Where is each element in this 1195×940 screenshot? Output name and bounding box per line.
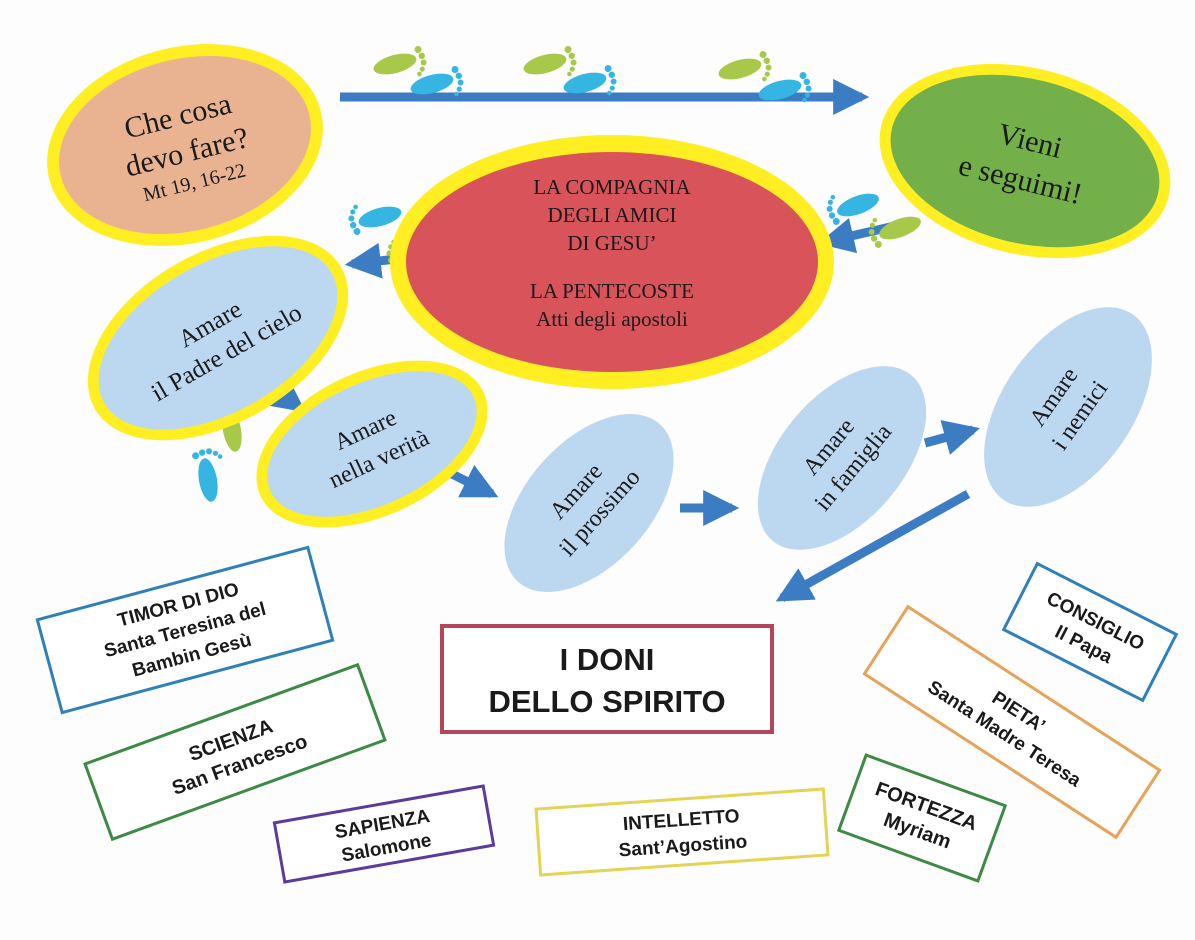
oval-family: Amare in famiglia	[757, 366, 927, 550]
oval-question: Che cosa devo fare? Mt 19, 16-22	[47, 44, 323, 246]
gifts-title-line1: I DONI	[560, 642, 655, 677]
oval-father: Amare il Padre del cielo	[87, 235, 349, 441]
oval-enemies: Amare i nemici	[984, 307, 1152, 507]
gifts-title-line2: DELLO SPIRITO	[488, 684, 725, 719]
gift-sapienza: SAPIENZA Salomone	[272, 784, 496, 884]
arrow-family-to-enemies	[923, 420, 980, 455]
oval-truth: Amare nella verità	[256, 360, 488, 528]
gift-intelletto: INTELLETTO Sant’Agostino	[534, 787, 830, 877]
gifts-title-box: I DONI DELLO SPIRITO	[440, 624, 774, 734]
company-line4: LA PENTECOSTE	[530, 279, 694, 303]
arrow-truth-to-neighbor	[445, 465, 499, 499]
company-line1: LA COMPAGNIA	[533, 175, 691, 199]
oval-neighbor: Amare il prossimo	[504, 413, 674, 593]
gift-consiglio: CONSIGLIO Il Papa	[1001, 561, 1179, 703]
company-line5: Atti degli apostoli	[536, 307, 688, 331]
company-line3: DI GESU’	[567, 231, 656, 255]
oval-company: LA COMPAGNIA DEGLI AMICI DI GESU’ LA PEN…	[390, 135, 834, 389]
arrow-enemies-to-gifts	[775, 490, 971, 602]
gift-fortezza: FORTEZZA Myriam	[836, 753, 1008, 883]
gift-timor: TIMOR DI DIO Santa Teresina del Bambin G…	[35, 545, 335, 715]
company-line2: DEGLI AMICI	[548, 203, 677, 227]
oval-call: Vieni e seguimi!	[879, 63, 1171, 259]
